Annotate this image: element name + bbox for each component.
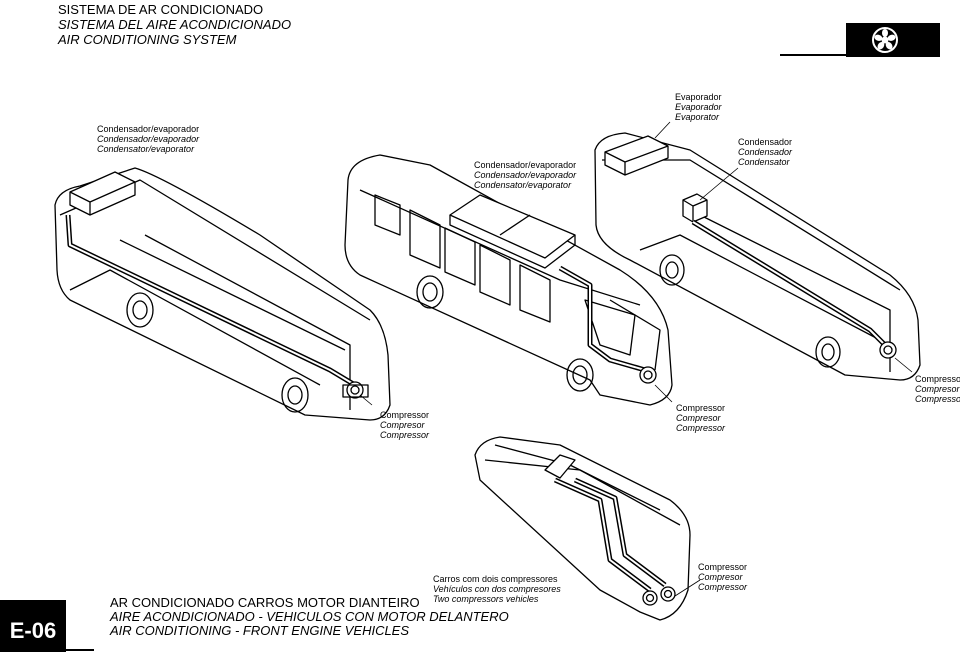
header-title-es: SISTEMA DEL AIRE ACONDICIONADO — [58, 17, 292, 32]
label-bus3-condenser: Condensador Condensador Condensator — [738, 137, 792, 167]
section-marker — [780, 23, 940, 57]
label-line-en: Condensator/evaporator — [97, 144, 195, 154]
diagram-title: AR CONDICIONADO CARROS MOTOR DIANTEIRO A… — [110, 596, 509, 638]
bus-2-compressor — [639, 366, 657, 384]
page-number-tab: E-06 — [0, 600, 94, 652]
label-bus2-condenser-evaporator: Condensador/evaporador Condensador/evapo… — [474, 160, 576, 190]
label-line-en: Evaporator — [675, 112, 720, 122]
label-line-en: Two compressors vehicles — [433, 594, 539, 604]
label-line-en: Condensator/evaporator — [474, 180, 572, 190]
bus-1-drawing — [54, 167, 391, 421]
label-line-en: Compressor — [676, 423, 726, 433]
label-line-en: Compressor — [698, 582, 748, 592]
label-bus3-evaporator: Evaporador Evaporador Evaporator — [675, 92, 722, 122]
label-line-es: Condensador/evaporador — [97, 134, 200, 144]
label-bus3-compressor: Compressor Compresor Compressor — [915, 374, 960, 404]
label-line-pt: Condensador/evaporador — [474, 160, 577, 170]
label-line-en: Condensator — [738, 157, 790, 167]
label-line-es: Compresor — [676, 413, 721, 423]
bus-4-drawing — [474, 436, 691, 621]
label-line-pt: Evaporador — [675, 92, 722, 102]
bus-3-compressor — [879, 341, 897, 359]
diagram-title-es: AIRE ACONDICIONADO - VEHICULOS CON MOTOR… — [110, 609, 509, 624]
label-line-en: Compressor — [915, 394, 960, 404]
header-title-pt: SISTEMA DE AR CONDICIONADO — [58, 2, 264, 17]
label-line-es: Condensador/evaporador — [474, 170, 577, 180]
label-two-compressors-note: Carros com dois compressores Vehículos c… — [433, 574, 561, 604]
fan-icon — [872, 27, 898, 53]
label-line-pt: Compressor — [915, 374, 960, 384]
diagram-title-en: AIR CONDITIONING - FRONT ENGINE VEHICLES — [110, 623, 410, 638]
label-line-pt: Carros com dois compressores — [433, 574, 558, 584]
label-line-es: Condensador — [738, 147, 793, 157]
label-line-pt: Compressor — [380, 410, 430, 420]
label-line-pt: Condensador/evaporador — [97, 124, 200, 134]
bus-3-drawing — [594, 132, 921, 381]
page-header: SISTEMA DE AR CONDICIONADO SISTEMA DEL A… — [58, 2, 291, 47]
bus-2-drawing — [344, 154, 673, 406]
label-bus4-compressor: Compressor Compresor Compressor — [698, 562, 747, 592]
header-title-en: AIR CONDITIONING SYSTEM — [58, 32, 237, 47]
page-number: E-06 — [10, 618, 56, 643]
label-line-pt: Compressor — [698, 562, 748, 572]
label-line-es: Compresor — [915, 384, 960, 394]
bus-1-compressor — [342, 381, 369, 399]
label-bus1-condenser-evaporator: Condensador/evaporador Condensador/evapo… — [97, 124, 199, 154]
label-line-es: Evaporador — [675, 102, 722, 112]
label-line-pt: Condensador — [738, 137, 793, 147]
bus-4-compressors — [642, 586, 676, 606]
label-line-es: Compresor — [380, 420, 425, 430]
label-line-en: Compressor — [380, 430, 430, 440]
label-line-es: Vehículos con dos compresores — [433, 584, 561, 594]
label-bus2-compressor: Compressor Compresor Compressor — [676, 403, 725, 433]
label-line-pt: Compressor — [676, 403, 726, 413]
label-line-es: Compresor — [698, 572, 743, 582]
label-bus1-compressor: Compressor Compresor Compressor — [380, 410, 429, 440]
leader-lines — [359, 121, 913, 597]
diagram-title-pt: AR CONDICIONADO CARROS MOTOR DIANTEIRO — [110, 595, 420, 610]
